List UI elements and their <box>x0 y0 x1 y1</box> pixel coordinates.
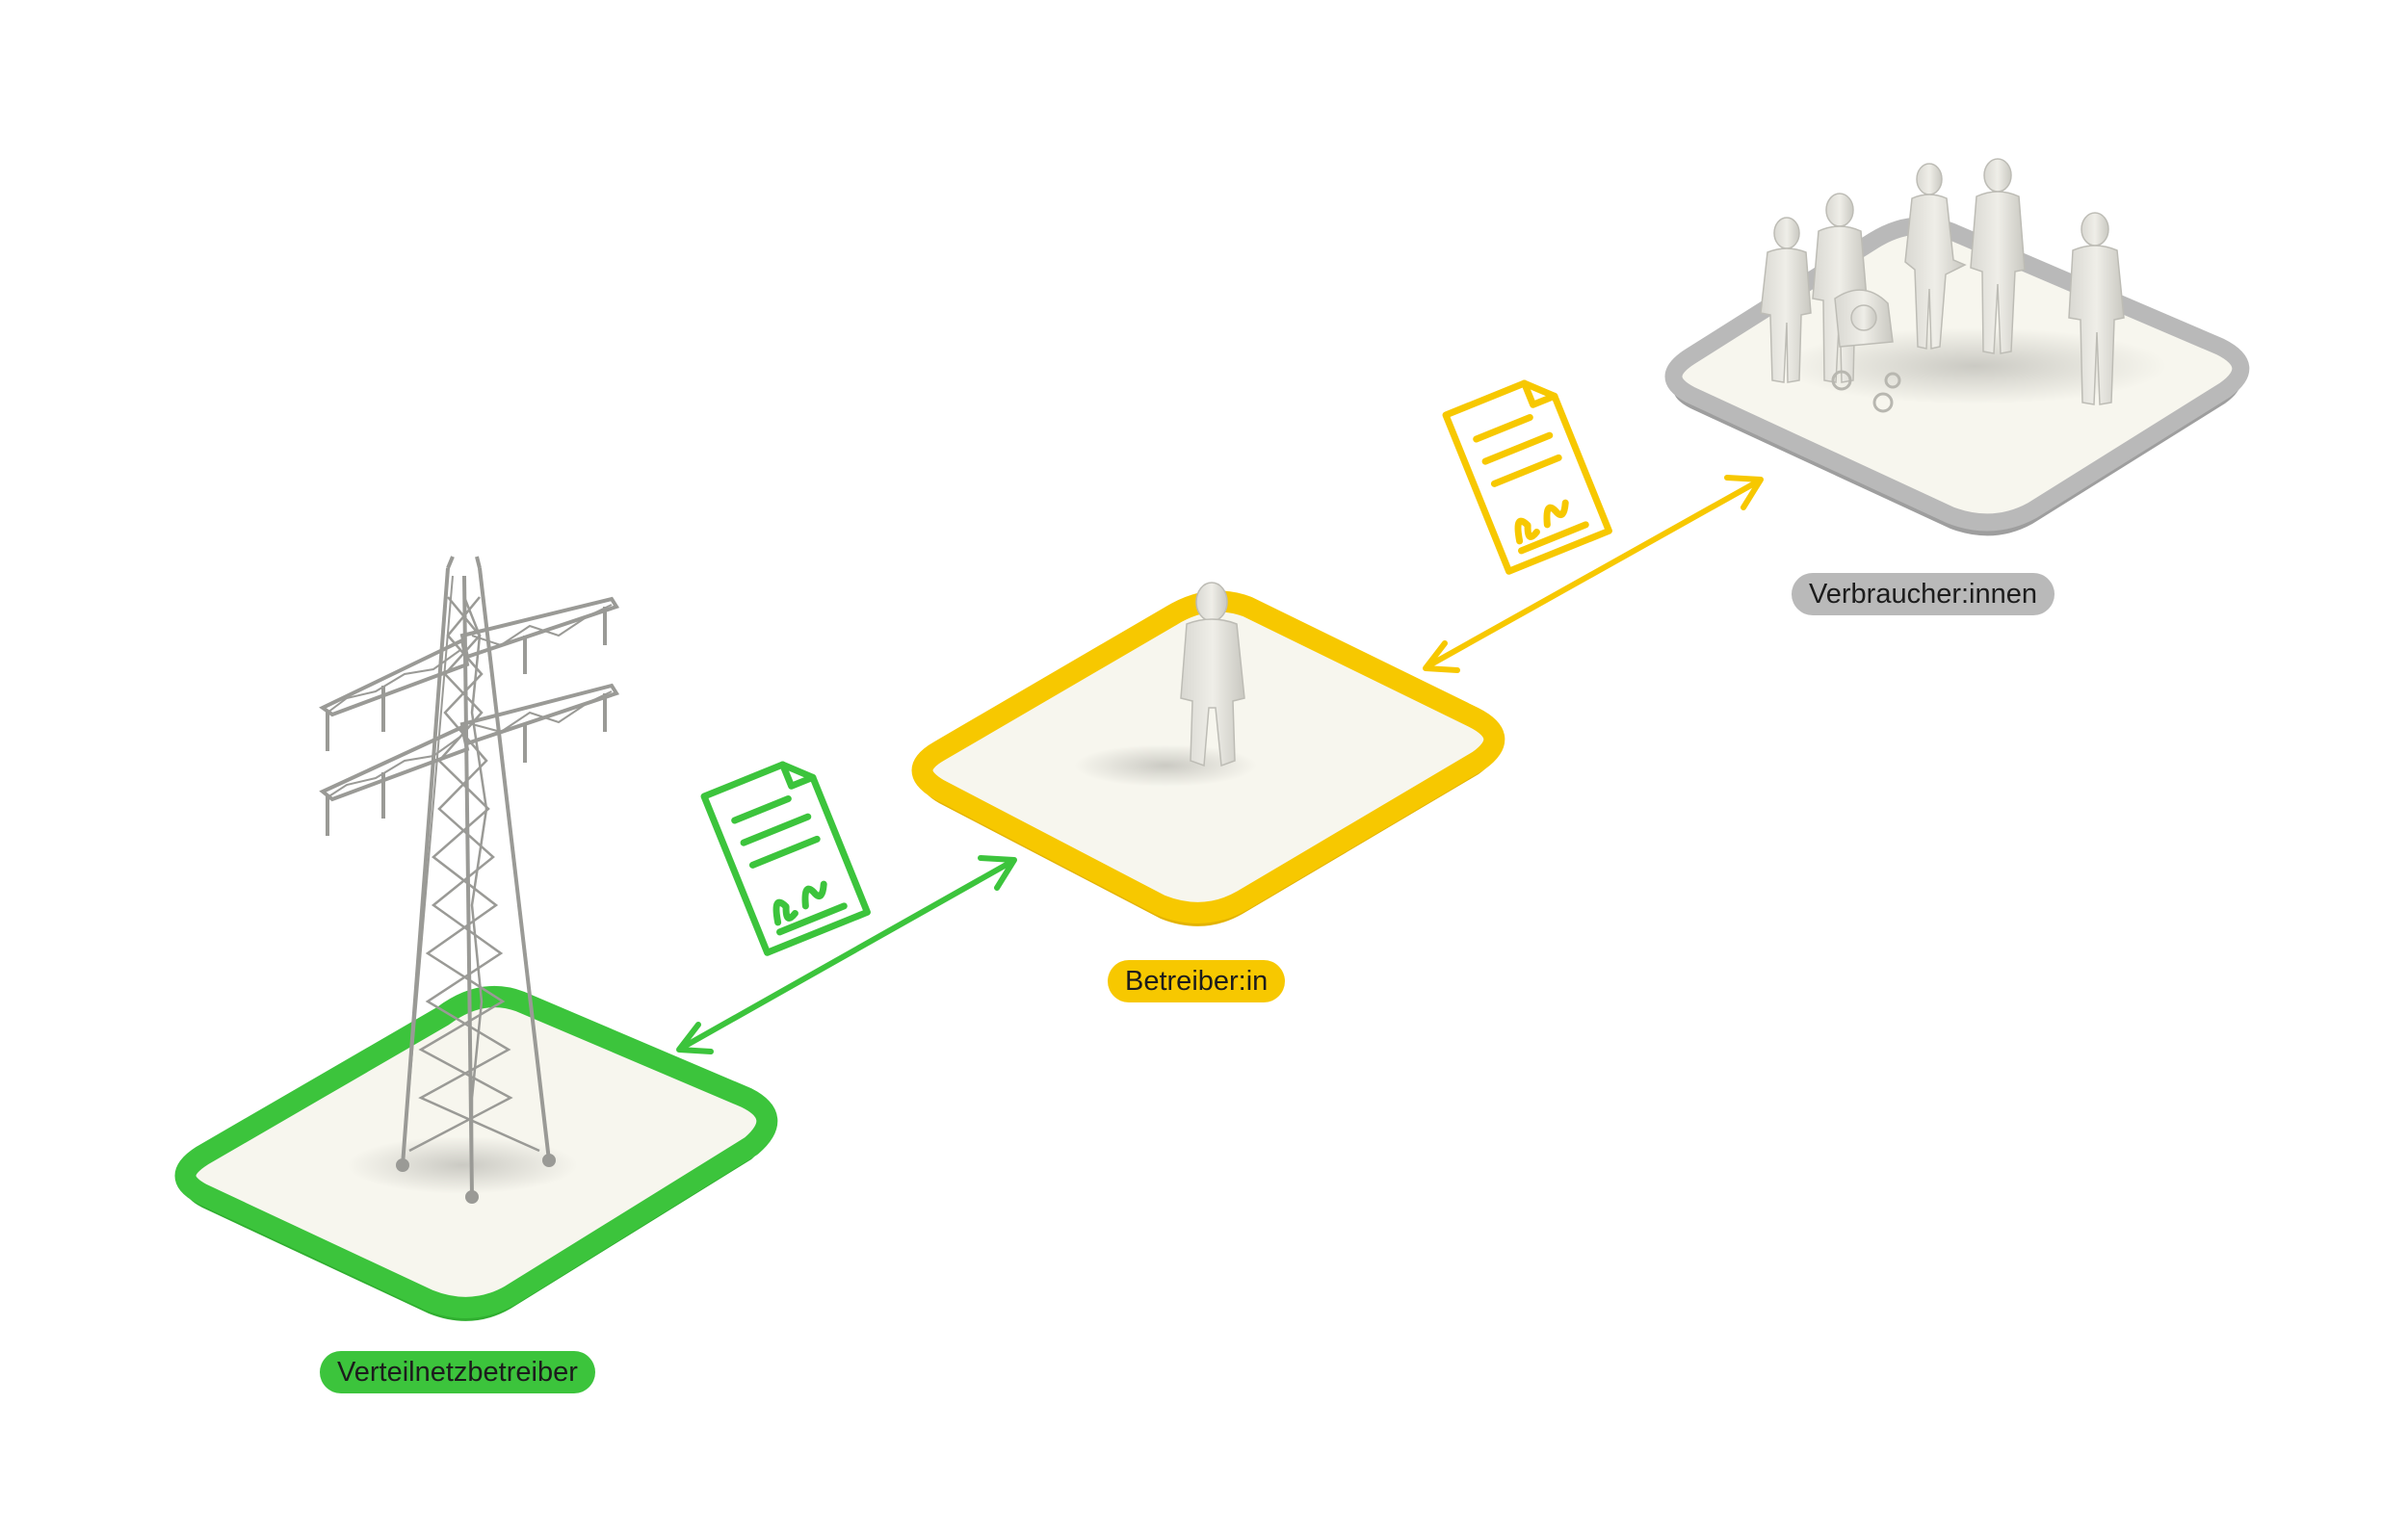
people-group-icon <box>1760 158 2167 413</box>
power-pylon-icon <box>319 556 620 1204</box>
signed-contract-icon <box>1442 379 1612 575</box>
grid-operator-label: Verteilnetzbetreiber <box>320 1351 595 1393</box>
signed-contract-icon <box>700 761 871 956</box>
person-figure-icon <box>1074 582 1257 787</box>
yellow-double-arrow <box>1423 475 1764 673</box>
green-double-arrow <box>676 855 1017 1054</box>
operator-label: Betreiber:in <box>1108 960 1286 1002</box>
consumers-label: Verbraucher:innen <box>1792 573 2055 615</box>
